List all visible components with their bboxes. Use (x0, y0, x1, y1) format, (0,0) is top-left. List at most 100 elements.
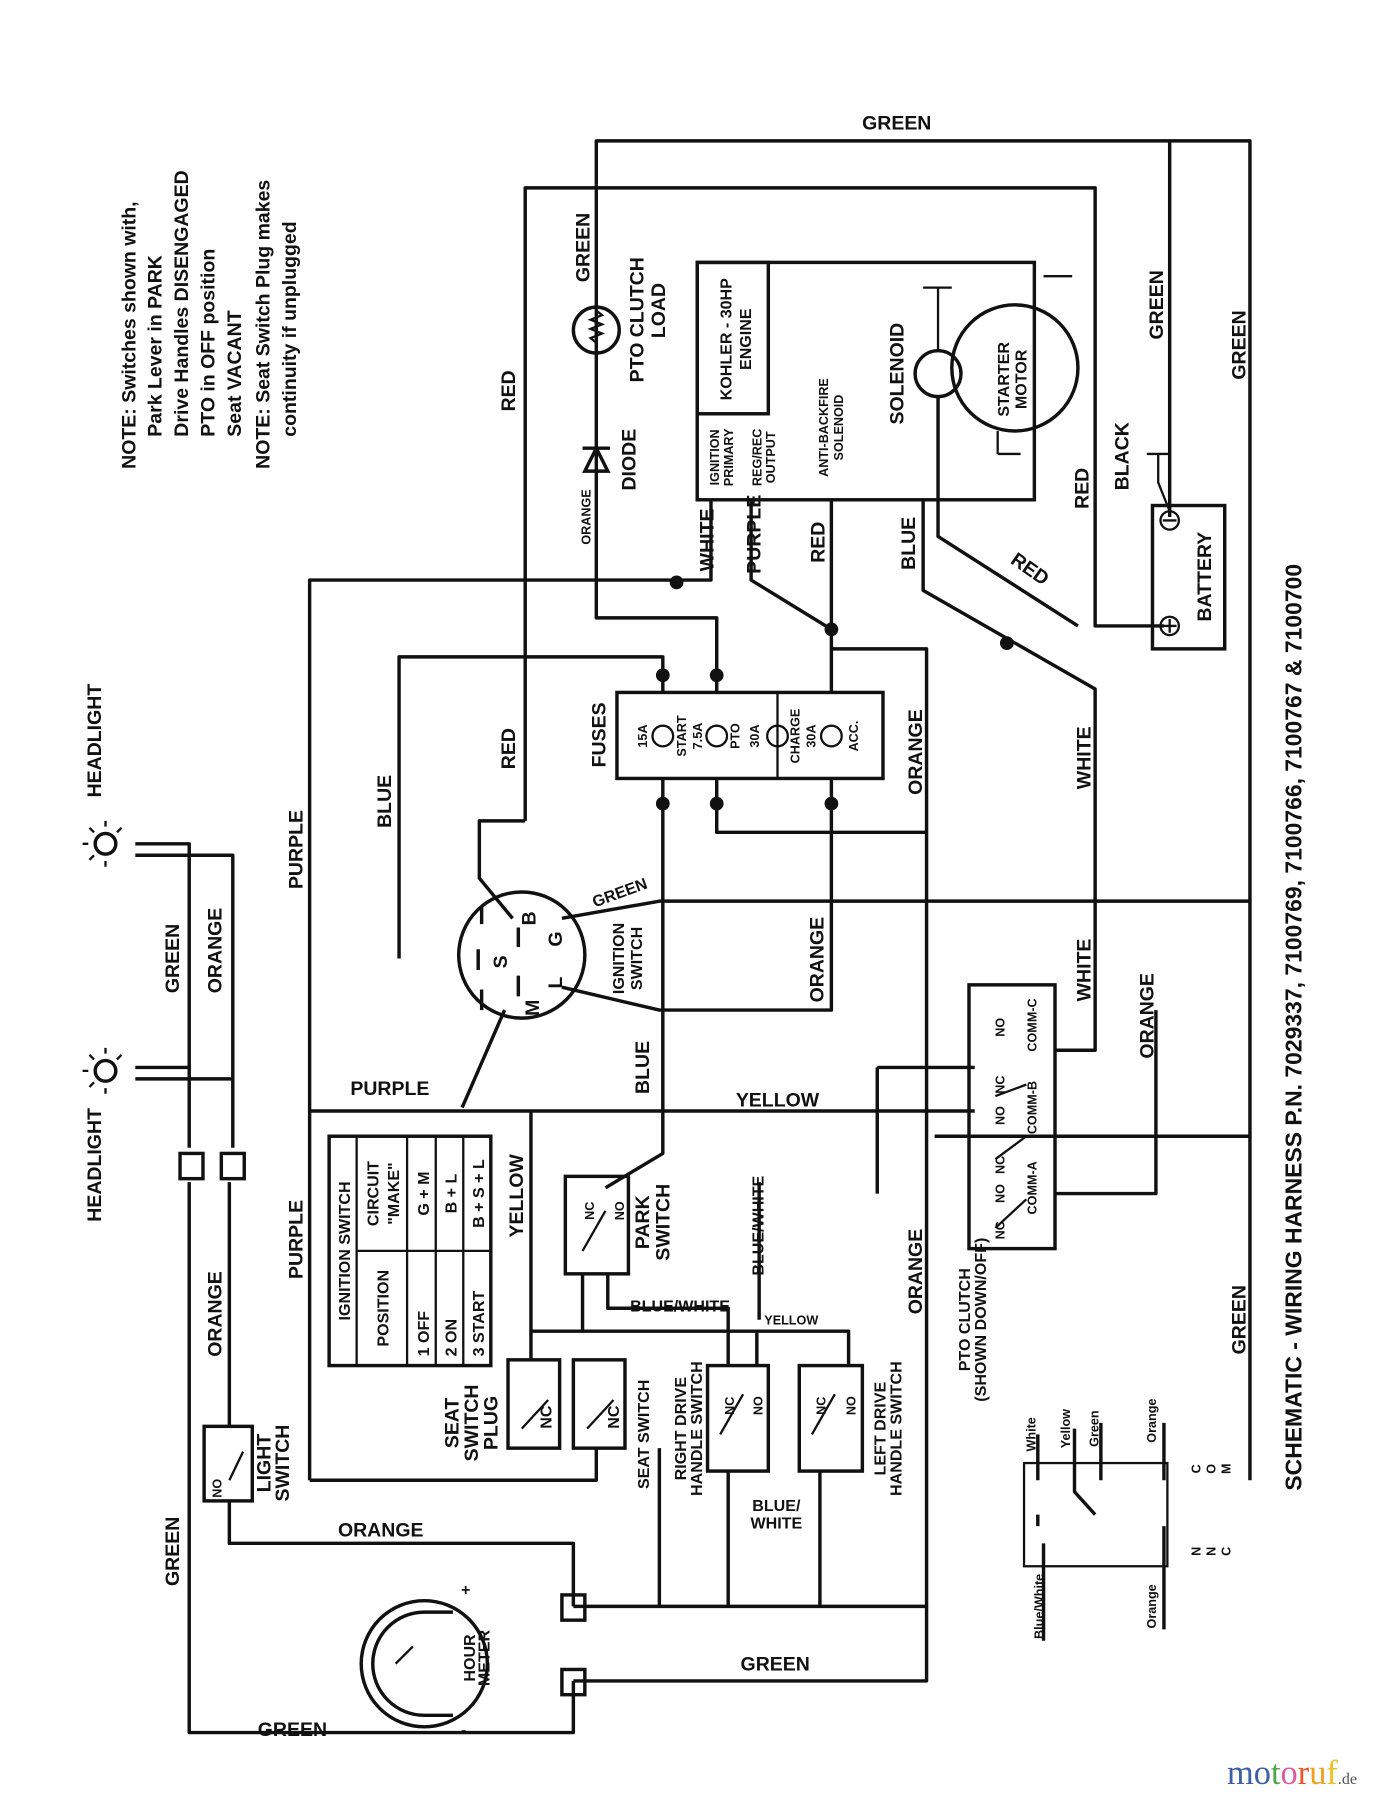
solenoid-icon (913, 348, 963, 399)
table-cell: 3 START (470, 1291, 488, 1357)
ignition-terminal-bars (476, 906, 521, 1011)
pto-detail-box (1022, 1461, 1169, 1568)
pto-term-label: COMM-B (1026, 1081, 1040, 1134)
park-switch-box (563, 1174, 631, 1276)
hour-meter-label: METER (476, 1630, 494, 1687)
pto-detail-wire: Green (1088, 1410, 1102, 1446)
note-line: PTO in OFF position (197, 249, 219, 437)
table-column: "MAKE" (385, 1162, 403, 1224)
table-cell: 2 ON (442, 1319, 460, 1356)
switch-contact-icon (520, 1399, 615, 1430)
wire-label: RED (808, 522, 830, 563)
wire-label: GREEN (741, 1654, 810, 1676)
hour-meter-icon (359, 1598, 490, 1729)
splice-dot (709, 796, 724, 811)
switch-contact-icon (581, 1210, 607, 1252)
pto-term-label: NC (994, 1156, 1008, 1174)
headlight-icon (82, 1047, 123, 1094)
wire-nc (875, 1065, 975, 1194)
wire-label: GREEN (862, 112, 931, 134)
fuse-block (615, 690, 885, 781)
wire-white-purple (307, 499, 713, 1481)
wire-label: YELLOW (764, 1313, 818, 1327)
light-switch-label: SWITCH (272, 1425, 294, 1502)
fuse-name: ACC. (847, 721, 861, 752)
engine-box (695, 260, 1037, 502)
battery-label: BATTERY (1194, 532, 1216, 622)
connector-icon (178, 1151, 205, 1181)
terminal-label: IGNITION (708, 429, 722, 485)
pto-switch-label: (SHOWN DOWN/OFF) (972, 1238, 990, 1402)
wire-orange-light (227, 1182, 576, 1607)
watermark-letter: o (1254, 1754, 1271, 1792)
seat-switch-plug-label: PLUG (481, 1396, 503, 1450)
pto-term-label: COMM-A (1026, 1161, 1040, 1214)
wire-orange-acc (573, 647, 929, 1609)
switch-contact-icon (228, 1451, 245, 1481)
wire-label: RED (498, 370, 520, 411)
splice-dot (824, 622, 839, 637)
seat-switch-label: SEAT SWITCH (635, 1380, 653, 1489)
terminal-label: REG/REC (750, 429, 764, 486)
wire-label: GREEN (1228, 1285, 1250, 1354)
terminal-label: G (545, 931, 567, 946)
wire-label: BLUE (632, 1041, 654, 1094)
connector-icon (560, 1593, 587, 1622)
wire-green-ignition (561, 899, 1250, 921)
note-line: Park Lever in PARK (145, 255, 167, 437)
diode-icon (582, 444, 611, 473)
table-cell: 1 OFF (415, 1311, 433, 1357)
pto-legend: M (1219, 1464, 1233, 1475)
table-cell: G + M (415, 1171, 433, 1215)
battery-terminal-signs (1162, 519, 1177, 633)
wire-label: ORANGE (905, 1229, 927, 1315)
nc-label: NC (538, 1405, 556, 1429)
wire-label: GREEN (162, 1517, 184, 1586)
nc-label: NC (605, 1405, 623, 1429)
battery-positive-icon (1159, 615, 1180, 637)
nc-label: NC (583, 1202, 597, 1220)
pto-clutch-coil-icon (571, 305, 621, 355)
note-line: NOTE: Seat Switch Plug makes (252, 180, 274, 469)
no-label: NO (613, 1201, 627, 1220)
wire-purple-regrec (749, 499, 833, 631)
wire-headlight-2 (135, 1065, 233, 1081)
starter-label: STARTER (995, 342, 1013, 417)
wire-label: BLUE (898, 517, 920, 570)
connector-icon (560, 1667, 587, 1697)
starter-label: MOTOR (1012, 349, 1030, 409)
watermark-letter: m (1227, 1754, 1254, 1792)
terminal-label: L (545, 977, 567, 989)
wire-blue-white (921, 499, 1097, 1052)
pto-switch-contacts (994, 1083, 1028, 1229)
diode-label: DIODE (618, 429, 640, 491)
pto-switch-label: PTO CLUTCH (956, 1268, 974, 1371)
engine-label: ENGINE (737, 308, 755, 370)
pto-term-label: NO (994, 1184, 1008, 1203)
table-cell: B + S + L (470, 1159, 488, 1228)
wire-drive-bottom (657, 1448, 822, 1607)
wire-label: PURPLE (286, 1200, 308, 1279)
terminal-label: S (490, 955, 512, 968)
terminal-label: M (522, 1000, 544, 1016)
plus-sign: + (461, 1581, 470, 1599)
pto-legend: N (1190, 1547, 1204, 1556)
wire-label: RED (1071, 468, 1093, 509)
pto-legend: O (1205, 1464, 1219, 1474)
wire-yellow-drive (530, 1329, 851, 1366)
note-line: NOTE: Switches shown with, (118, 201, 140, 468)
fuse-name: CHARGE (788, 709, 802, 764)
seat-switch-plug-label: SEAT (442, 1398, 464, 1449)
wire-label: ORANGE (905, 709, 927, 795)
splice-dot (824, 796, 839, 811)
pto-detail-wire: Blue/White (1033, 1574, 1047, 1639)
battery-box (1150, 503, 1227, 651)
note-line: Drive Handles DISENGAGED (171, 170, 193, 436)
minus-sign: - (461, 1721, 466, 1739)
solenoid-label: SOLENOID (887, 323, 909, 425)
splice-dot (655, 668, 670, 683)
wire-label: ORANGE (1137, 973, 1159, 1059)
no-label: NO (210, 1479, 224, 1498)
notes: NOTE: Switches shown with, Park Lever in… (118, 170, 301, 468)
